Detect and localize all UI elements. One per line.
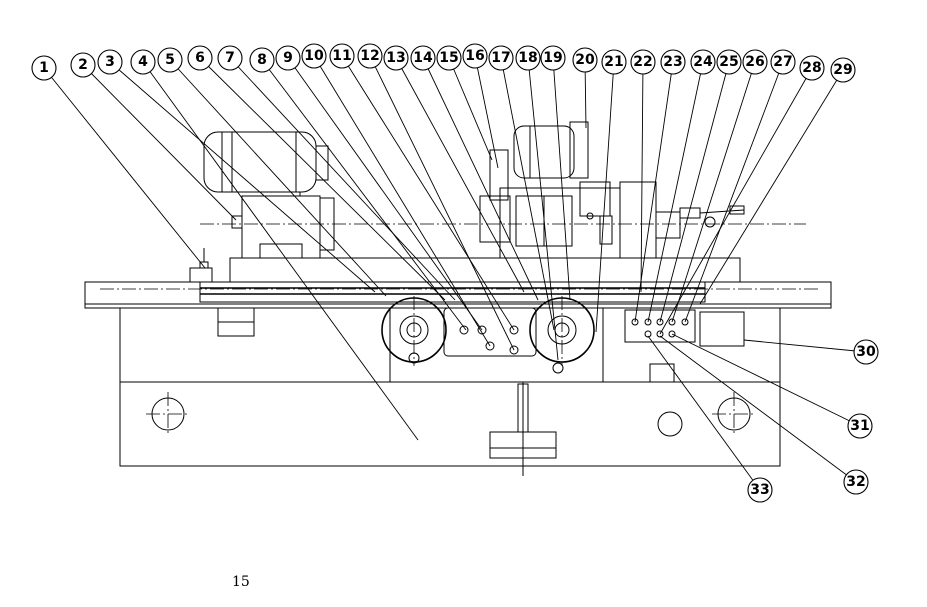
- callout-label: 26: [745, 54, 764, 70]
- callout-label: 28: [802, 60, 821, 76]
- headstock-motor: [203, 131, 329, 196]
- callout-3: 3: [97, 49, 123, 75]
- headstock: [189, 195, 335, 283]
- callout-10: 10: [301, 43, 327, 69]
- page-number: 15: [232, 574, 250, 590]
- callout-label: 12: [360, 48, 379, 64]
- callout-label: 31: [850, 418, 869, 434]
- callout-label: 32: [846, 474, 865, 490]
- callout-20: 20: [572, 47, 598, 73]
- callout-31: 31: [847, 413, 873, 439]
- wheel-head: [479, 121, 621, 259]
- callout-33: 33: [747, 477, 773, 503]
- callout-19: 19: [540, 45, 566, 71]
- callout-1: 1: [31, 55, 57, 81]
- callout-label: 19: [543, 50, 562, 66]
- callout-11: 11: [329, 43, 355, 69]
- callout-balloons: 1 2 3 4 5 6 7 8 9 10 11 12 13 14 15 16 1…: [31, 43, 879, 503]
- callout-6: 6: [187, 45, 213, 71]
- callout-label: 16: [465, 48, 484, 64]
- callout-label: 9: [283, 50, 293, 66]
- leader-lines: [43, 55, 867, 491]
- callout-label: 8: [257, 52, 267, 68]
- callout-32: 32: [843, 469, 869, 495]
- callout-18: 18: [515, 45, 541, 71]
- callout-label: 11: [332, 48, 351, 64]
- callout-label: 24: [693, 54, 713, 70]
- callout-label: 13: [386, 50, 405, 66]
- callout-label: 29: [833, 62, 852, 78]
- callout-label: 10: [304, 48, 324, 64]
- callout-28: 28: [799, 55, 825, 81]
- callout-label: 33: [750, 482, 769, 498]
- callout-label: 27: [773, 54, 792, 70]
- callout-21: 21: [601, 49, 627, 75]
- callout-8: 8: [249, 47, 275, 73]
- callout-label: 2: [78, 57, 88, 73]
- callout-label: 14: [413, 50, 433, 66]
- machine-base: [119, 307, 781, 467]
- callout-label: 21: [604, 54, 623, 70]
- callout-label: 4: [138, 54, 148, 70]
- callout-24: 24: [690, 49, 716, 75]
- callout-17: 17: [488, 45, 514, 71]
- callout-22: 22: [630, 49, 656, 75]
- center-lines: [100, 223, 820, 436]
- callout-25: 25: [716, 49, 742, 75]
- callout-14: 14: [410, 45, 436, 71]
- callout-7: 7: [217, 45, 243, 71]
- control-panel: [624, 309, 745, 383]
- callout-label: 5: [165, 52, 175, 68]
- callout-label: 6: [195, 50, 205, 66]
- callout-label: 7: [225, 50, 235, 66]
- callout-29: 29: [830, 57, 856, 83]
- callout-label: 20: [575, 52, 595, 68]
- callout-label: 22: [633, 54, 652, 70]
- callout-label: 15: [439, 50, 458, 66]
- callout-label: 23: [663, 54, 682, 70]
- callout-30: 30: [853, 339, 879, 365]
- callout-label: 17: [491, 50, 510, 66]
- callout-label: 25: [719, 54, 738, 70]
- callout-label: 18: [518, 50, 537, 66]
- callout-2: 2: [70, 52, 96, 78]
- callout-label: 30: [856, 344, 876, 360]
- callout-9: 9: [275, 45, 301, 71]
- callout-label: 1: [39, 60, 49, 76]
- callout-12: 12: [357, 43, 383, 69]
- callout-15: 15: [436, 45, 462, 71]
- callout-16: 16: [462, 43, 488, 69]
- callout-27: 27: [770, 49, 796, 75]
- callout-23: 23: [660, 49, 686, 75]
- callout-26: 26: [742, 49, 768, 75]
- work-table: [84, 257, 832, 309]
- callout-4: 4: [130, 49, 156, 75]
- callout-13: 13: [383, 45, 409, 71]
- callout-label: 3: [105, 54, 115, 70]
- callout-5: 5: [157, 47, 183, 73]
